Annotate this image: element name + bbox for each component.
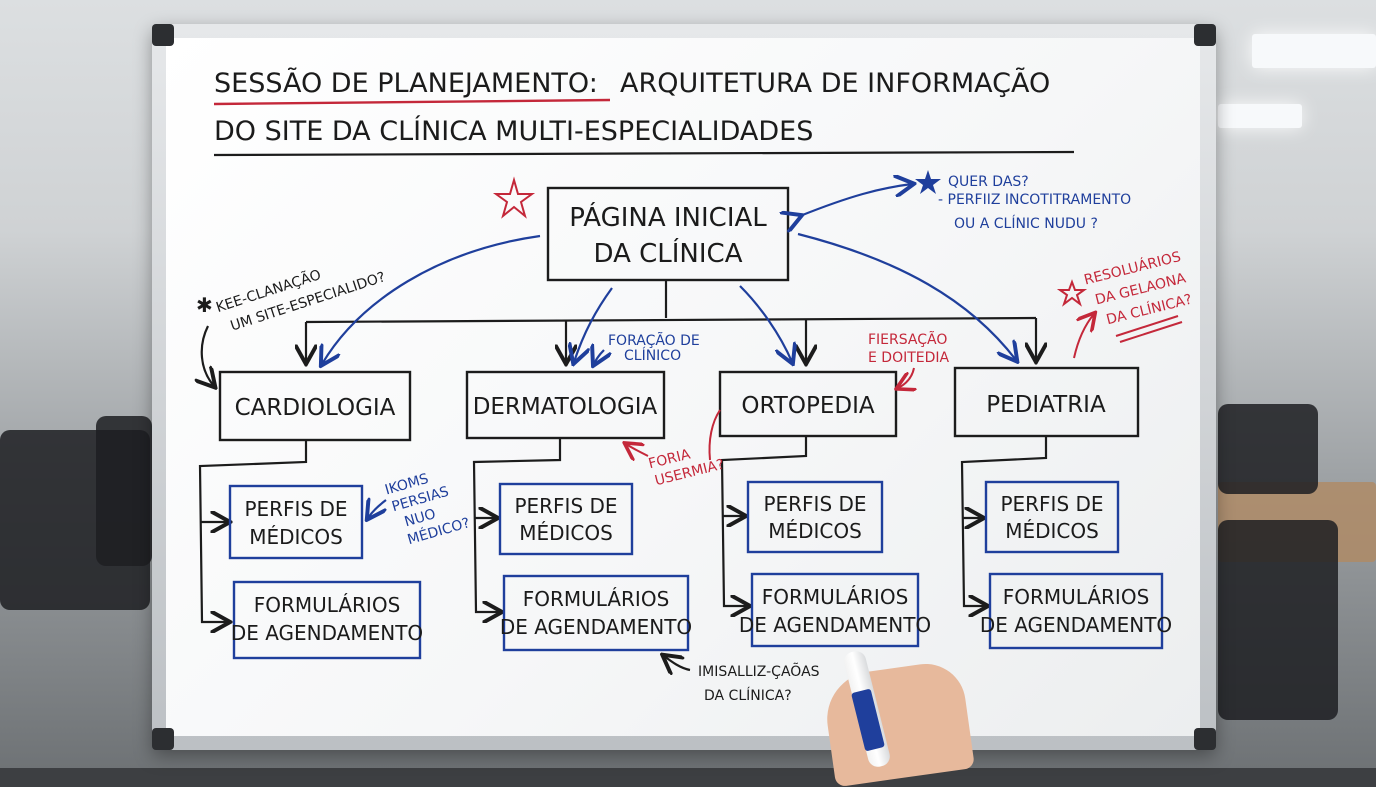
star-icon bbox=[492, 176, 536, 219]
cardiologia-profiles-line1: PERFIS DE bbox=[244, 497, 347, 521]
dermatologia-box bbox=[465, 370, 666, 440]
cardiologia-profiles-line2: MÉDICOS bbox=[249, 525, 343, 549]
frame-corner bbox=[152, 728, 174, 750]
ortopedia-profiles-box bbox=[746, 480, 884, 554]
note-left-arrow bbox=[202, 325, 214, 386]
note-right-red-underline bbox=[1115, 315, 1179, 337]
note-right-red-arrow bbox=[1073, 314, 1094, 359]
note-derm-blue-arrow bbox=[594, 350, 604, 364]
cardiologia-forms-box bbox=[232, 580, 422, 660]
pediatria-forms-box bbox=[988, 572, 1164, 650]
dermatologia-profiles-box bbox=[498, 482, 634, 556]
pediatria-forms-line2: DE AGENDAMENTO bbox=[980, 613, 1172, 637]
note-derm-blue-line1: FORAÇÃO DE bbox=[608, 332, 700, 349]
pediatria-label: PEDIATRIA bbox=[986, 392, 1106, 418]
home-page-label-line1: PÁGINA INICIAL bbox=[569, 201, 767, 233]
title-line2: DO SITE DA CLÍNICA MULTI-ESPECIALIDADES bbox=[214, 115, 813, 147]
asterisk-icon: ✱ bbox=[196, 293, 213, 317]
note-derm-red-arrow bbox=[626, 444, 649, 456]
note-top-right-line1: QUER DAS? bbox=[948, 174, 1029, 190]
star-icon bbox=[915, 170, 941, 194]
dermatologia-forms-box bbox=[502, 574, 690, 652]
pediatria-profiles-line2: MÉDICOS bbox=[1005, 519, 1099, 543]
note-top-right-line2: - PERFIIZ INCOTITRAMENTO bbox=[938, 192, 1131, 208]
cardiologia-label: CARDIOLOGIA bbox=[235, 395, 396, 421]
title-line1-part2: ARQUITETURA DE INFORMAÇÃO bbox=[620, 67, 1050, 99]
note-ortho-red-line1: FIERSAÇÃO bbox=[868, 331, 947, 348]
title-underline-red bbox=[213, 98, 611, 106]
dermatologia-label: DERMATOLOGIA bbox=[473, 394, 658, 420]
pediatria-profiles-box bbox=[984, 480, 1120, 554]
pediatria-forms-line1: FORMULÁRIOS bbox=[1003, 585, 1150, 609]
frame-corner bbox=[1194, 24, 1216, 46]
dermatologia-profiles-line1: PERFIS DE bbox=[514, 494, 617, 518]
pediatria-connector-forms bbox=[960, 436, 1048, 606]
frame-corner bbox=[1194, 728, 1216, 750]
note-top-right-line3: OU A CLÍNIC NUDU ? bbox=[954, 215, 1098, 232]
cardiologia-forms-line1: FORMULÁRIOS bbox=[254, 593, 401, 617]
cardiologia-connector-forms bbox=[198, 440, 308, 622]
note-cardio-blue-arrow bbox=[368, 500, 386, 518]
branch-bar bbox=[305, 316, 1037, 324]
cardiologia-box bbox=[218, 370, 412, 442]
dermatologia-profiles-line2: MÉDICOS bbox=[519, 521, 613, 545]
dermatologia-forms-line1: FORMULÁRIOS bbox=[523, 587, 670, 611]
home-page-label-line2: DA CLÍNICA bbox=[594, 237, 743, 269]
blue-arrow-note-top-right bbox=[800, 184, 912, 216]
blue-arrow-cardiologia bbox=[322, 234, 541, 364]
chair bbox=[96, 416, 152, 566]
ortopedia-profiles-line2: MÉDICOS bbox=[768, 519, 862, 543]
blue-arrow-pediatria bbox=[797, 232, 1016, 360]
note-bottom-line1: IMISALLIZ-ÇAÕAS bbox=[698, 663, 820, 680]
chair bbox=[1218, 520, 1338, 720]
dermatologia-connector-forms bbox=[472, 438, 562, 612]
title-line1-part1: SESSÃO DE PLANEJAMENTO: bbox=[214, 67, 598, 99]
ceiling-light bbox=[1252, 34, 1376, 68]
ortopedia-connector-forms bbox=[720, 436, 808, 606]
note-bottom-arrow bbox=[664, 656, 691, 670]
ortopedia-forms-box bbox=[750, 572, 920, 648]
pediatria-profiles-line1: PERFIS DE bbox=[1000, 492, 1103, 516]
blue-arrow-ortopedia bbox=[739, 285, 792, 362]
note-ortho-red-arrow bbox=[898, 367, 914, 388]
ceiling-light bbox=[1218, 104, 1302, 128]
ortopedia-label: ORTOPEDIA bbox=[741, 393, 874, 419]
sitemap-diagram: SESSÃO DE PLANEJAMENTO: ARQUITETURA DE I… bbox=[0, 67, 1194, 704]
ortopedia-profiles-line1: PERFIS DE bbox=[763, 492, 866, 516]
frame-corner bbox=[152, 24, 174, 46]
home-page-box bbox=[546, 186, 790, 282]
ortopedia-forms-line1: FORMULÁRIOS bbox=[762, 585, 909, 609]
cardiologia-forms-line2: DE AGENDAMENTO bbox=[231, 621, 423, 645]
ortopedia-box bbox=[718, 370, 898, 438]
note-bottom-line2: DA CLÍNICA? bbox=[704, 687, 792, 704]
note-derm-blue-line2: CLÍNICO bbox=[624, 347, 681, 364]
note-right-red-underline bbox=[1119, 321, 1183, 343]
ortopedia-forms-line2: DE AGENDAMENTO bbox=[739, 613, 931, 637]
chair bbox=[1218, 404, 1318, 494]
note-derm-red-curve bbox=[708, 409, 721, 461]
blue-arrow-dermatologia bbox=[574, 287, 613, 362]
note-ortho-red-line2: E DOITEDIA bbox=[868, 350, 950, 366]
cardiologia-profiles-box bbox=[228, 484, 364, 560]
star-icon bbox=[1056, 279, 1088, 307]
dermatologia-forms-line2: DE AGENDAMENTO bbox=[500, 615, 692, 639]
title-underline bbox=[213, 150, 1075, 157]
